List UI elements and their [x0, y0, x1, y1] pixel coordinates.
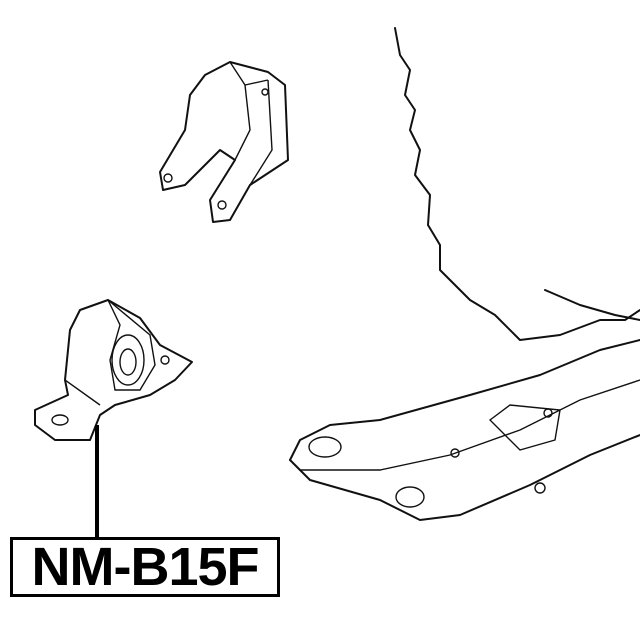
leader-line: [95, 425, 99, 538]
engine-mount: [34, 299, 193, 441]
body-crossmember: [289, 27, 640, 521]
part-number-label: NM-B15F: [10, 537, 280, 597]
upper-bracket: [159, 61, 289, 223]
